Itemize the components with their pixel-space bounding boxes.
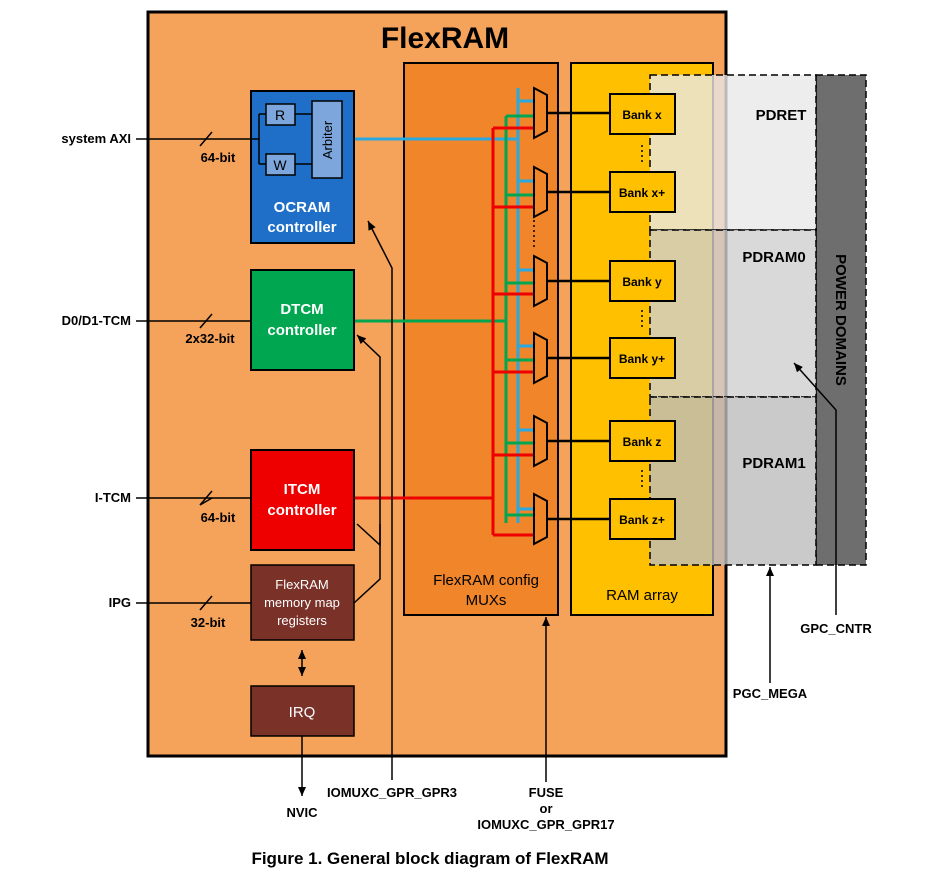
regs-label-line3: registers <box>277 613 327 628</box>
pdret-label: PDRET <box>756 107 807 124</box>
bus-lines <box>342 88 534 537</box>
gpr17-label: IOMUXC_GPR_GPR17 <box>477 817 614 832</box>
bank-label: Bank x <box>622 108 662 122</box>
mux-label-line1: FlexRAM config <box>433 572 539 589</box>
figure-caption: Figure 1. General block diagram of FlexR… <box>251 849 608 868</box>
gpr3-label: IOMUXC_GPR_GPR3 <box>327 785 457 800</box>
tcm-label: D0/D1-TCM <box>62 313 131 328</box>
regs-label-line2: memory map <box>264 595 340 610</box>
arbiter-label: Arbiter <box>320 120 335 159</box>
ram-array-label: RAM array <box>606 587 678 604</box>
fuse-label: FUSE <box>529 785 564 800</box>
system-axi-label: system AXI <box>61 131 131 146</box>
pdram0-domain <box>649 229 817 398</box>
dtcm-label-line1: DTCM <box>280 301 323 318</box>
itcm-input-label: I-TCM <box>95 490 131 505</box>
itcm-label-line1: ITCM <box>284 481 321 498</box>
pdram1-label: PDRAM1 <box>742 455 805 472</box>
dtcm-controller <box>250 269 355 371</box>
bank-label: Bank y <box>622 275 662 289</box>
dotted-separators <box>533 145 643 490</box>
regs-label-line1: FlexRAM <box>275 577 328 592</box>
itcm-controller <box>250 449 355 551</box>
power-domains-label: POWER DOMAINS <box>832 254 849 386</box>
itcm-input-width: 64-bit <box>201 510 236 525</box>
memory-map-registers <box>250 564 355 641</box>
power-domains-bar <box>815 74 867 566</box>
tcm-width: 2x32-bit <box>185 331 235 346</box>
ocram-label-line1: OCRAM <box>274 199 331 216</box>
pdram1-domain <box>649 396 817 566</box>
gpc-cntr-label: GPC_CNTR <box>800 621 872 636</box>
bank-label: Bank y+ <box>619 352 665 366</box>
mux-label-line2: MUXs <box>466 592 507 609</box>
bank-links <box>547 111 610 521</box>
write-port-label: W <box>273 157 287 173</box>
pdram0-label: PDRAM0 <box>742 249 805 266</box>
read-port-label: R <box>275 107 285 123</box>
ipg-width: 32-bit <box>191 615 226 630</box>
nvic-label: NVIC <box>286 805 318 820</box>
itcm-label-line2: controller <box>267 502 336 519</box>
ipg-label: IPG <box>109 595 131 610</box>
signal-lines <box>136 131 837 796</box>
ocram-internal-lines <box>258 113 312 165</box>
diagram-title: FlexRAM <box>381 22 509 55</box>
ocram-label-line2: controller <box>267 219 336 236</box>
bank-label: Bank x+ <box>619 186 665 200</box>
pdret-domain <box>649 74 817 231</box>
irq-label: IRQ <box>289 704 316 721</box>
arbiter-box <box>311 100 343 179</box>
pgc-mega-label: PGC_MEGA <box>733 686 808 701</box>
mux-symbols <box>533 86 548 546</box>
bank-label: Bank z <box>623 435 662 449</box>
bank-label: Bank z+ <box>619 513 665 527</box>
dtcm-label-line2: controller <box>267 322 336 339</box>
fuse-or-label: or <box>540 801 553 816</box>
system-axi-width: 64-bit <box>201 150 236 165</box>
bank-boxes <box>609 93 676 540</box>
mux-region <box>403 62 559 616</box>
